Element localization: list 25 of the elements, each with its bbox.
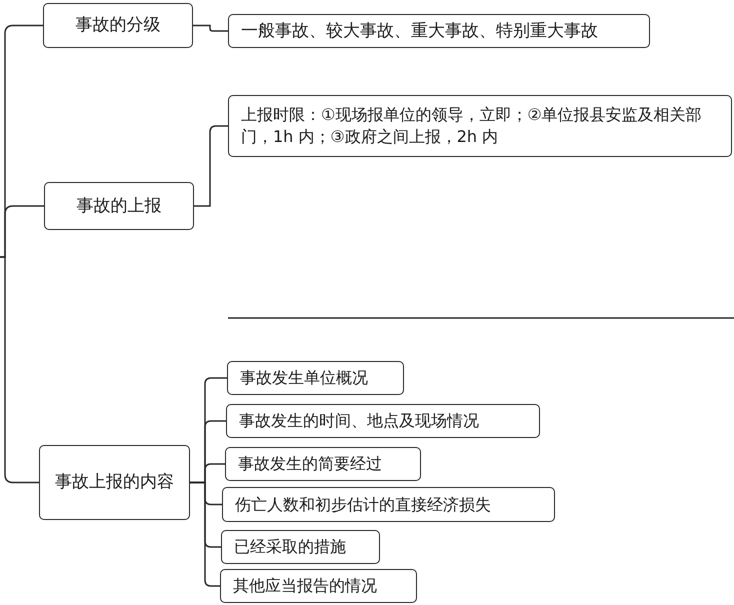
topic-box — [222, 487, 555, 522]
topic-box — [225, 447, 421, 481]
topic-box — [44, 182, 194, 230]
topic-text: 已经采取的措施 — [234, 536, 346, 558]
topic-box — [39, 445, 190, 520]
topic-text: 事故发生的简要经过 — [238, 453, 382, 475]
topic-box — [221, 530, 380, 564]
topic-box — [227, 361, 404, 395]
topic-text: 伤亡人数和初步估计的直接经济损失 — [235, 494, 491, 516]
connector-line — [194, 125, 228, 207]
topic-text: 事故发生的时间、地点及现场情况 — [239, 410, 479, 432]
topic-box — [226, 404, 540, 438]
topic-box — [220, 569, 417, 603]
topic-box — [228, 95, 732, 157]
topic-text: 事故上报的内容 — [55, 471, 174, 494]
connector-line — [0, 256, 39, 484]
topic-text: 其他应当报告的情况 — [233, 575, 377, 597]
connector-line — [193, 24, 228, 32]
topic-text: 事故的分级 — [76, 14, 160, 37]
topic-text: 事故的上报 — [76, 194, 162, 218]
topic-box — [228, 14, 650, 48]
topic-text: 一般事故、较大事故、重大事故、特别重大事故 — [241, 20, 598, 42]
topic-text: 事故发生单位概况 — [240, 367, 368, 389]
topic-box — [43, 3, 193, 48]
topic-text: 上报时限：①现场报单位的领导，立即；②单位报县安监及相关部门，1h 内；③政府之间上报，2h 内 — [241, 104, 703, 148]
